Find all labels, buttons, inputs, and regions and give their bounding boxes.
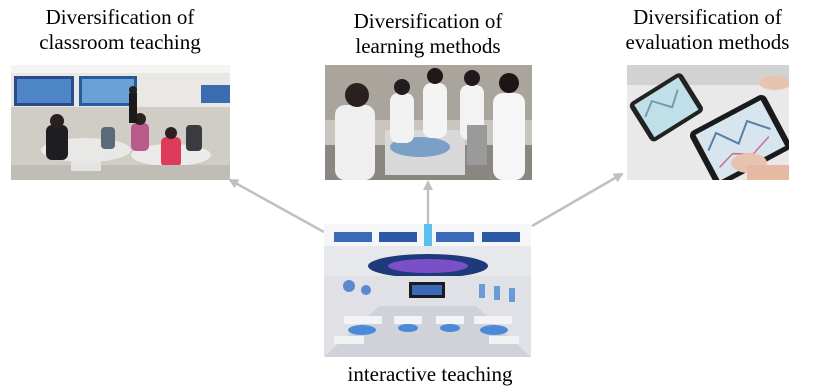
learning-label-line1: Diversification of — [353, 9, 503, 33]
interactive-teaching-label: interactive teaching — [347, 362, 513, 386]
classroom-label-line1: Diversification of — [45, 5, 195, 29]
learning-methods-label: Diversification of learning methods — [318, 9, 538, 59]
learning-methods-photo — [325, 65, 532, 180]
evaluation-methods-label: Diversification of evaluation methods — [600, 5, 815, 55]
evaluation-methods-photo — [627, 65, 789, 180]
arrow-to-evaluation — [531, 172, 624, 228]
evaluation-label-line2: evaluation methods — [625, 30, 790, 54]
classroom-label-line2: classroom teaching — [39, 30, 201, 54]
classroom-teaching-label: Diversification of classroom teaching — [10, 5, 230, 55]
classroom-photo — [11, 65, 230, 180]
learning-label-line2: learning methods — [355, 34, 501, 58]
arrow-to-classroom — [228, 178, 325, 234]
evaluation-label-line1: Diversification of — [633, 5, 782, 29]
interactive-teaching-photo — [324, 224, 531, 357]
